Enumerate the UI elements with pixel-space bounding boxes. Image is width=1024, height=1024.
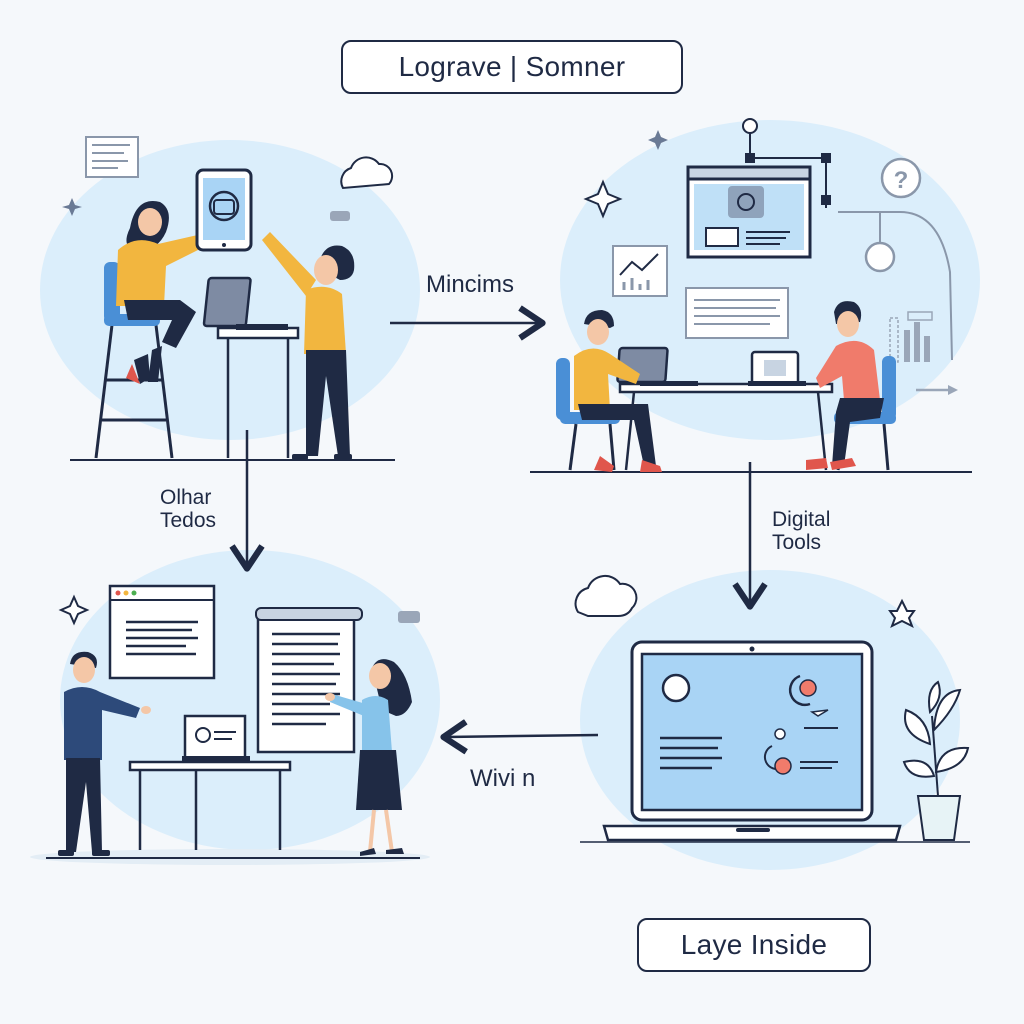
plant-icon xyxy=(902,680,970,841)
tablet-icon xyxy=(195,168,253,252)
scene-presentation xyxy=(30,550,440,865)
person-standing-woman xyxy=(325,659,412,856)
arrow-label-bottom-text: Wivi n xyxy=(470,765,536,792)
text-panel xyxy=(685,287,789,339)
question-icon: ? xyxy=(880,157,922,199)
sparkle-icon xyxy=(58,594,90,626)
laptop-icon xyxy=(748,350,806,386)
chart-icon xyxy=(612,245,668,297)
arrow-label-top: Mincims xyxy=(426,271,514,298)
person-standing-man xyxy=(58,651,151,856)
desk xyxy=(128,760,292,850)
page-title: Lograve | Somner xyxy=(341,40,683,94)
gear-icon xyxy=(398,611,420,623)
sparkle-icon xyxy=(583,179,623,219)
person-seated-woman xyxy=(116,201,206,384)
sparkle-icon xyxy=(648,130,668,150)
gear-icon xyxy=(330,211,350,221)
arrow-left xyxy=(446,735,599,737)
arrow-label-right-line1: Digital xyxy=(772,508,831,531)
arrow-label-left-line2: Tedos xyxy=(160,509,217,533)
desk xyxy=(618,382,834,471)
cloud-icon xyxy=(574,574,638,617)
footer-label: Laye Inside xyxy=(637,918,871,972)
arrow-label-right: Digital Tools xyxy=(772,508,830,554)
svg-text:?: ? xyxy=(894,167,909,194)
scene-collaboration xyxy=(40,136,420,461)
browser-window xyxy=(686,165,812,259)
document-icon xyxy=(85,136,139,178)
person-seated-man-left xyxy=(556,310,662,472)
cloud-icon xyxy=(340,156,394,190)
arrow-label-bottom: Wivi n xyxy=(470,765,536,792)
arrow-label-top-text: Mincims xyxy=(426,271,514,298)
scene-digital-workspace: ? xyxy=(530,118,980,473)
arrow-label-left: Olhar Tedos xyxy=(160,486,216,532)
person-seated-man-right xyxy=(806,301,896,471)
flow-arrows xyxy=(247,323,750,737)
laptop-icon[interactable] xyxy=(602,640,902,842)
connector-lines xyxy=(742,118,831,208)
monitor-icon xyxy=(182,714,250,761)
browser-window xyxy=(108,584,216,680)
sparkle-icon xyxy=(888,598,916,629)
sparkle-icon xyxy=(62,198,82,216)
arrow-label-left-line1: Olhar xyxy=(160,486,212,509)
laptop-icon xyxy=(202,276,288,330)
person-standing-woman xyxy=(262,232,355,460)
scene-laptop-dashboard xyxy=(574,570,970,870)
document-scroll xyxy=(255,607,363,754)
arrow-label-right-line2: Tools xyxy=(772,531,822,555)
